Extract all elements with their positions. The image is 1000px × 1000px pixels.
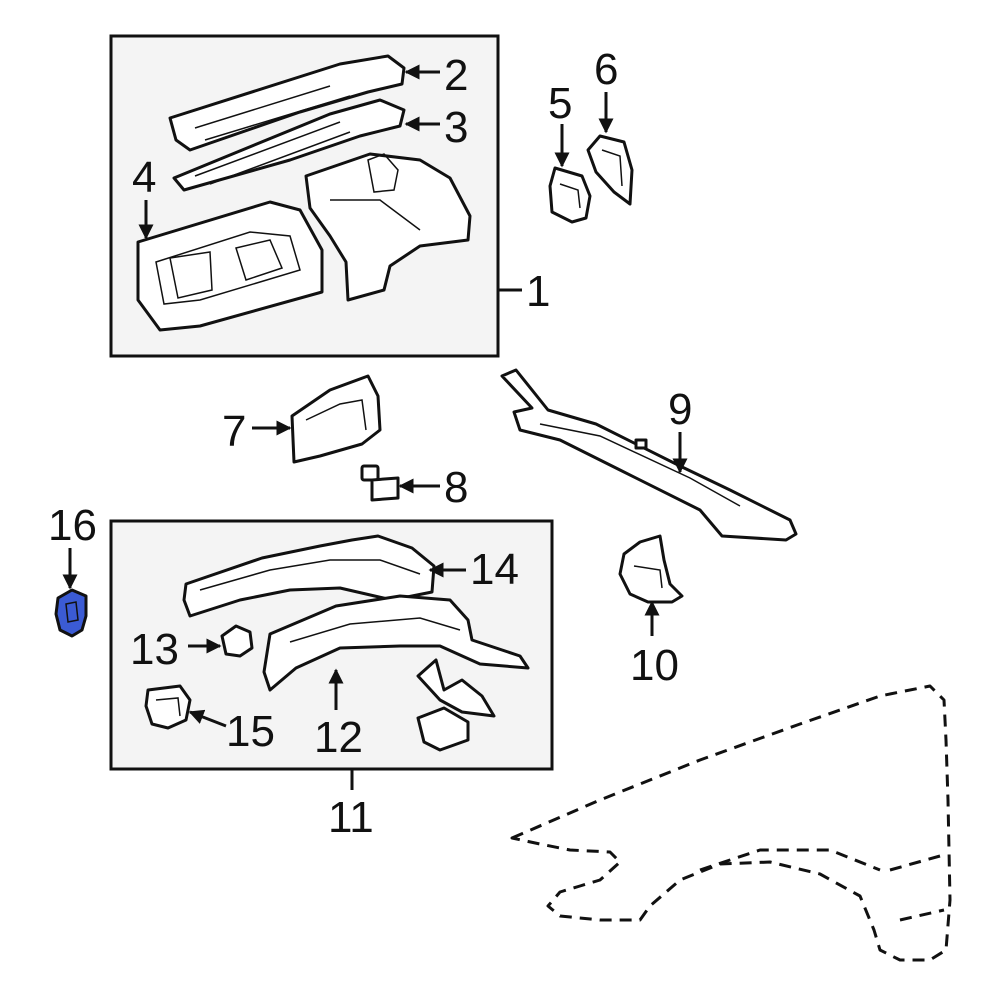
callout-14: 14 <box>470 545 519 594</box>
part-14-frame-rail-upper[interactable] <box>182 534 436 618</box>
part-11-lower-brackets[interactable] <box>416 658 496 752</box>
part-15-bracket[interactable] <box>144 684 192 730</box>
part-7-extension[interactable] <box>290 374 382 464</box>
part-3-lower-rail[interactable] <box>172 98 406 192</box>
callout-15: 15 <box>226 707 275 756</box>
callout-12: 12 <box>314 713 363 762</box>
part-1-apron-assembly[interactable] <box>304 152 472 302</box>
callout-1: 1 <box>526 267 550 316</box>
callout-3: 3 <box>444 103 468 152</box>
callout-7: 7 <box>222 407 246 456</box>
callout-16: 16 <box>48 501 97 550</box>
callout-4: 4 <box>132 153 156 202</box>
fender-outline <box>510 684 952 962</box>
callout-13: 13 <box>130 625 179 674</box>
part-5-bracket[interactable] <box>548 166 592 224</box>
callout-10: 10 <box>630 641 679 690</box>
callout-6: 6 <box>594 45 618 94</box>
part-10-bracket[interactable] <box>618 534 684 604</box>
part-8-bolt[interactable] <box>360 464 400 502</box>
part-9-crossmember[interactable] <box>500 368 798 542</box>
callout-11: 11 <box>328 793 374 842</box>
callout-8: 8 <box>444 463 468 512</box>
part-6-bracket[interactable] <box>586 134 634 206</box>
callout-2: 2 <box>444 51 468 100</box>
leader-15 <box>188 709 227 728</box>
part-16-highlighted[interactable] <box>54 588 88 638</box>
part-13-clip[interactable] <box>220 624 254 658</box>
part-12-frame-rail-lower[interactable] <box>262 594 530 692</box>
part-2-upper-rail[interactable] <box>168 54 406 152</box>
callout-5: 5 <box>548 79 572 128</box>
highlighted-part-shape[interactable] <box>54 588 88 638</box>
part-4-wheelhouse-panel[interactable] <box>136 200 324 332</box>
callout-9: 9 <box>668 385 692 434</box>
